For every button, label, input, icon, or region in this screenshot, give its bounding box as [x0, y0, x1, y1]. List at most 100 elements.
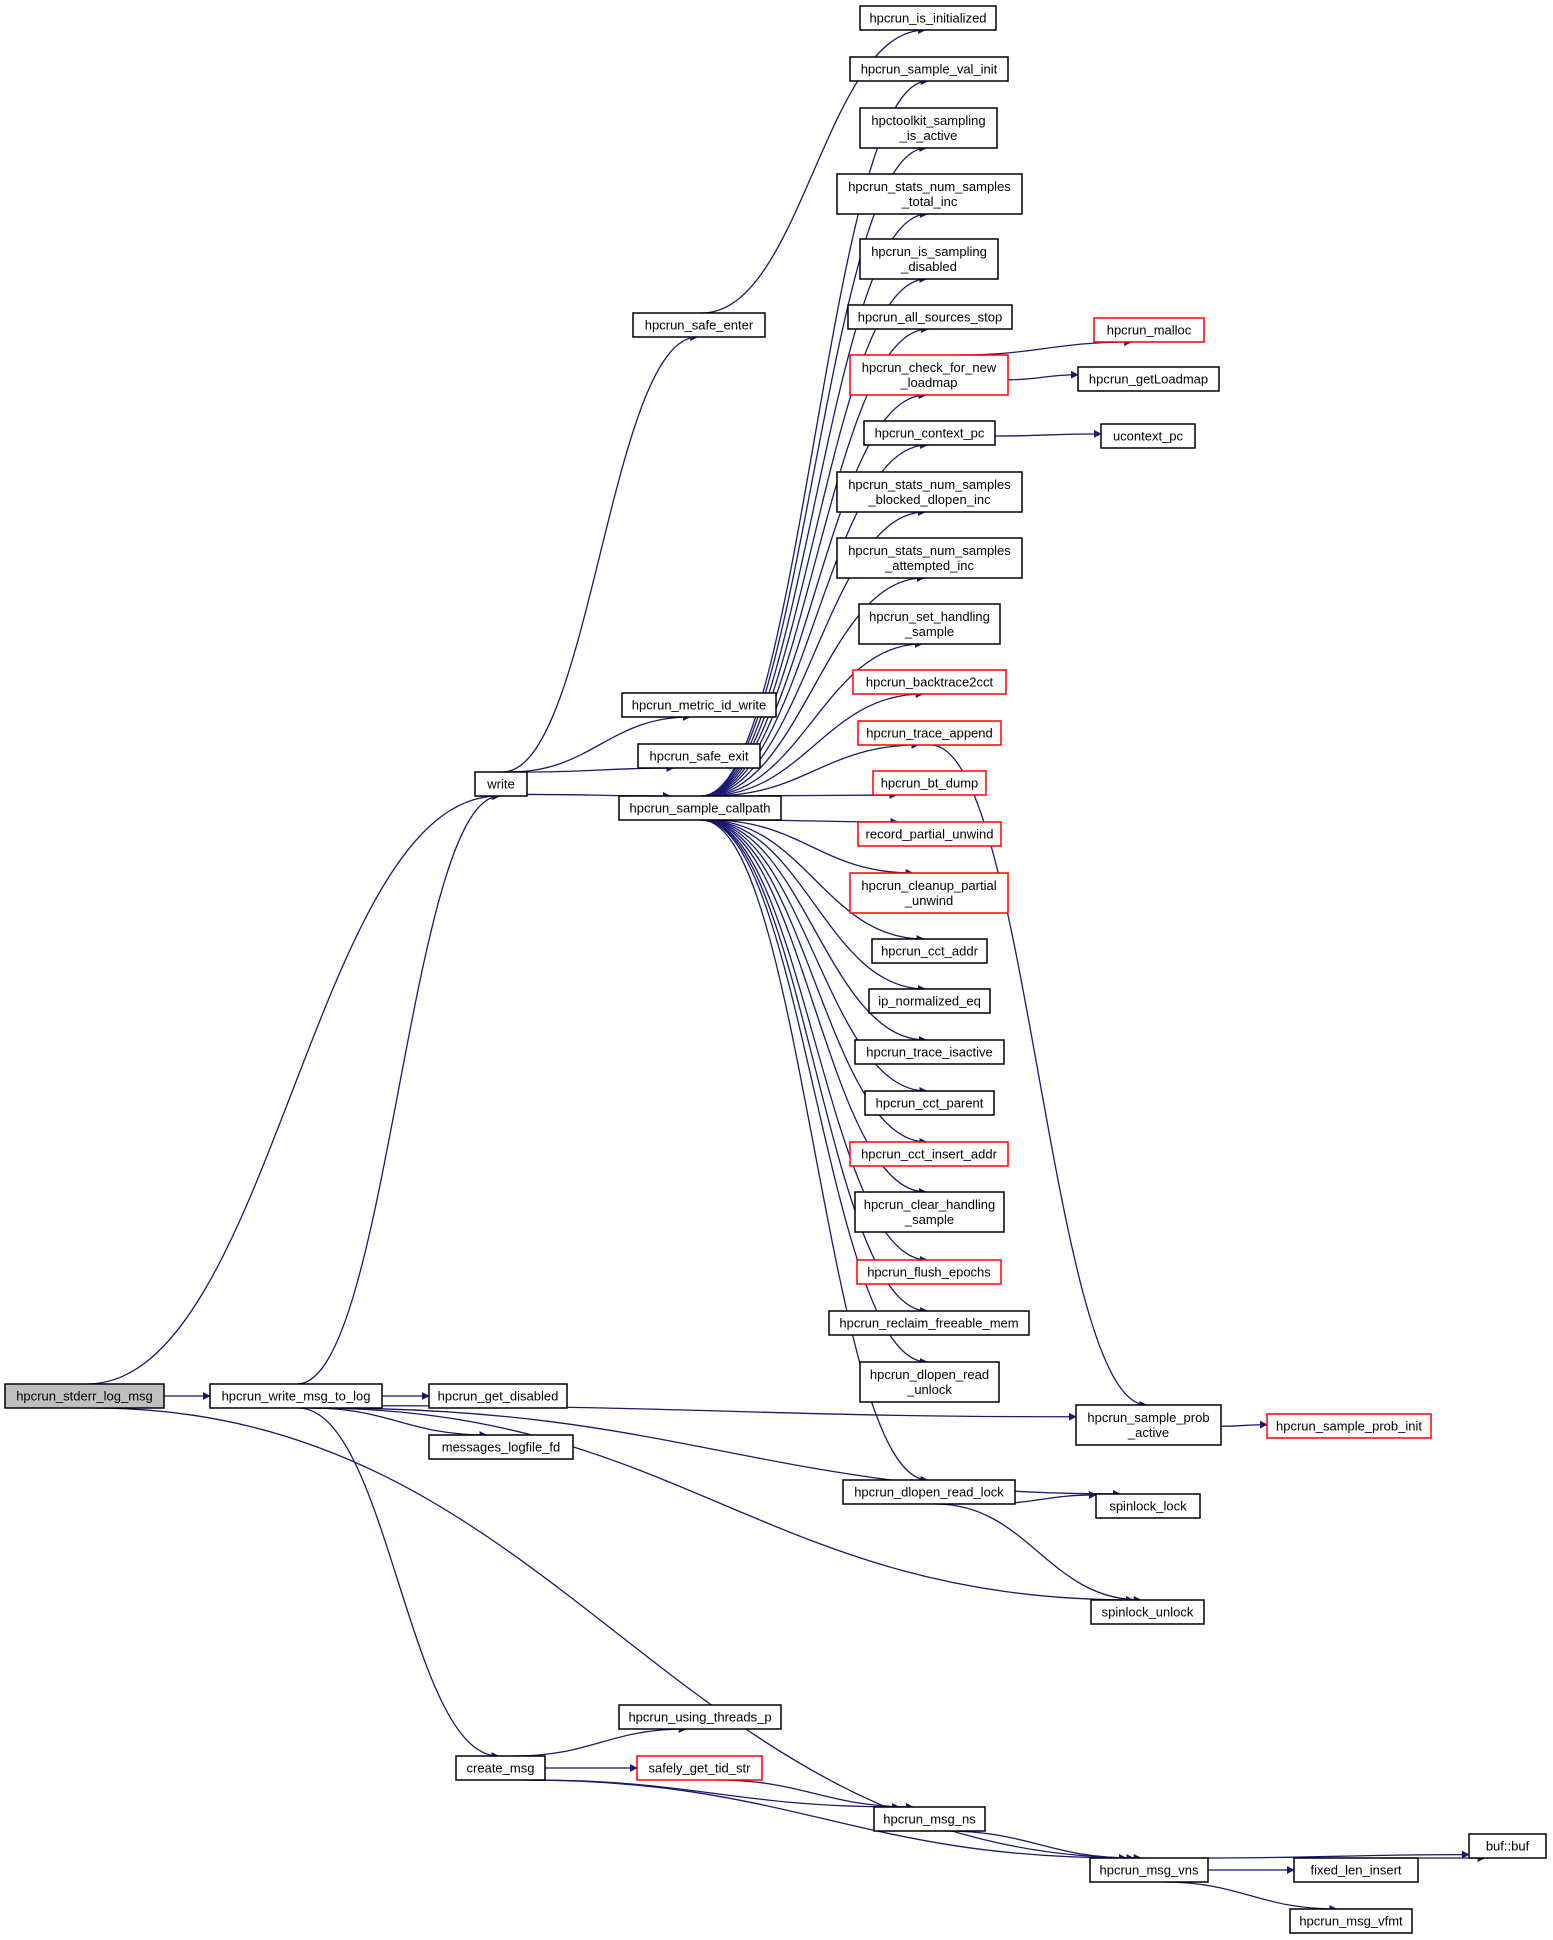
node-root[interactable]: hpcrun_stderr_log_msg [4, 1383, 165, 1409]
node-box-samples_total_inc [836, 173, 1023, 215]
node-box-trace_append [857, 720, 1002, 746]
node-context_pc[interactable]: hpcrun_context_pc [863, 420, 996, 446]
node-is_sampling_disabled[interactable]: hpcrun_is_sampling_disabled [859, 238, 999, 280]
node-reclaim_freeable_mem[interactable]: hpcrun_reclaim_freeable_mem [828, 1310, 1030, 1336]
node-sample_prob_init[interactable]: hpcrun_sample_prob_init [1266, 1413, 1432, 1439]
node-box-sample_prob_active [1075, 1404, 1222, 1446]
node-trace_append[interactable]: hpcrun_trace_append [857, 720, 1002, 746]
node-box-is_sampling_disabled [859, 238, 999, 280]
node-box-getLoadmap [1077, 366, 1220, 392]
node-blocked_dlopen_inc[interactable]: hpcrun_stats_num_samples_blocked_dlopen_… [836, 471, 1023, 513]
node-all_sources_stop[interactable]: hpcrun_all_sources_stop [847, 304, 1013, 330]
node-label-msg_vns: hpcrun_msg_vns [1100, 1863, 1199, 1878]
node-cct_insert_addr[interactable]: hpcrun_cct_insert_addr [849, 1141, 1009, 1167]
node-cct_addr[interactable]: hpcrun_cct_addr [871, 938, 988, 964]
edge-sample_prob_active-to-sample_prob_init [1220, 1420, 1268, 1429]
node-attempted_inc[interactable]: hpcrun_stats_num_samples_attempted_inc [836, 537, 1023, 579]
edge-msg_vns-to-msg_vfmt [1163, 1881, 1338, 1913]
node-write[interactable]: write [474, 771, 528, 797]
edge-sample_callpath-to-attempted_inc [703, 574, 925, 797]
node-safe_exit[interactable]: hpcrun_safe_exit [637, 743, 761, 769]
node-flush_epochs[interactable]: hpcrun_flush_epochs [856, 1259, 1002, 1285]
node-cct_parent[interactable]: hpcrun_cct_parent [864, 1090, 995, 1116]
node-create_msg[interactable]: create_msg [455, 1755, 546, 1781]
edge-sample_callpath-to-check_for_new_loadmap [701, 391, 927, 797]
node-messages_logfile_fd[interactable]: messages_logfile_fd [428, 1434, 574, 1460]
node-label-dlopen_read_unlock-line-2: _unlock [906, 1382, 952, 1397]
node-label-reclaim_freeable_mem: hpcrun_reclaim_freeable_mem [839, 1316, 1018, 1331]
node-bt_dump[interactable]: hpcrun_bt_dump [872, 770, 987, 796]
node-box-create_msg [455, 1755, 546, 1781]
node-label-sampling_is_active-line-1: hpctoolkit_sampling [871, 113, 985, 128]
edge-sample_callpath-to-ip_normalized_eq [704, 819, 927, 993]
node-dlopen_read_lock[interactable]: hpcrun_dlopen_read_lock [842, 1479, 1016, 1505]
node-spinlock_unlock[interactable]: spinlock_unlock [1090, 1599, 1205, 1625]
node-label-cct_insert_addr: hpcrun_cct_insert_addr [861, 1147, 998, 1162]
node-ip_normalized_eq[interactable]: ip_normalized_eq [868, 988, 991, 1014]
node-safely_get_tid_str[interactable]: safely_get_tid_str [636, 1755, 763, 1781]
node-box-safe_exit [637, 743, 761, 769]
node-sampling_is_active[interactable]: hpctoolkit_sampling_is_active [859, 107, 998, 149]
node-box-get_disabled [428, 1383, 568, 1409]
edge-write-to-safe_enter [502, 333, 699, 773]
node-label-cleanup_partial_unwind-line-1: hpcrun_cleanup_partial [861, 878, 996, 893]
node-label-sample_prob_init: hpcrun_sample_prob_init [1276, 1419, 1422, 1434]
node-spinlock_lock[interactable]: spinlock_lock [1095, 1493, 1201, 1519]
node-record_partial_unwind[interactable]: record_partial_unwind [857, 821, 1002, 847]
node-box-root [4, 1383, 165, 1409]
node-malloc[interactable]: hpcrun_malloc [1093, 317, 1205, 343]
node-msg_vfmt[interactable]: hpcrun_msg_vfmt [1289, 1908, 1413, 1934]
node-label-msg_ns: hpcrun_msg_ns [883, 1812, 976, 1827]
edge-sample_callpath-to-trace_append [711, 741, 920, 797]
node-sample_callpath[interactable]: hpcrun_sample_callpath [618, 795, 782, 821]
node-metric_id_write[interactable]: hpcrun_metric_id_write [621, 692, 777, 718]
node-label-flush_epochs: hpcrun_flush_epochs [867, 1265, 991, 1280]
edge-check_for_new_loadmap-to-malloc [958, 338, 1133, 356]
node-label-trace_append: hpcrun_trace_append [866, 726, 993, 741]
node-msg_vns[interactable]: hpcrun_msg_vns [1089, 1857, 1209, 1883]
node-trace_isactive[interactable]: hpcrun_trace_isactive [854, 1039, 1005, 1065]
node-buf_buf[interactable]: buf::buf [1468, 1833, 1547, 1859]
node-label-get_disabled: hpcrun_get_disabled [438, 1389, 559, 1404]
node-ucontext_pc[interactable]: ucontext_pc [1100, 423, 1196, 449]
edge-layer [86, 26, 1486, 1913]
node-label-sampling_is_active-line-2: _is_active [899, 128, 958, 143]
edge-sample_callpath-to-blocked_dlopen_inc [702, 508, 926, 797]
node-getLoadmap[interactable]: hpcrun_getLoadmap [1077, 366, 1220, 392]
node-box-dlopen_read_unlock [859, 1361, 1000, 1403]
node-label-all_sources_stop: hpcrun_all_sources_stop [858, 310, 1003, 325]
node-samples_total_inc[interactable]: hpcrun_stats_num_samples_total_inc [836, 173, 1023, 215]
node-label-sample_val_init: hpcrun_sample_val_init [861, 62, 998, 77]
node-box-sample_val_init [849, 56, 1009, 82]
edge-sample_callpath-to-set_handling_sample [704, 640, 923, 797]
node-sample_val_init[interactable]: hpcrun_sample_val_init [849, 56, 1009, 82]
node-dlopen_read_unlock[interactable]: hpcrun_dlopen_read_unlock [859, 1361, 1000, 1403]
edge-msg_vns-to-buf_buf [1202, 1850, 1470, 1859]
node-label-cct_parent: hpcrun_cct_parent [876, 1096, 984, 1111]
node-label-attempted_inc-line-1: hpcrun_stats_num_samples [848, 543, 1011, 558]
node-get_disabled[interactable]: hpcrun_get_disabled [428, 1383, 568, 1409]
edge-root-to-write [86, 792, 500, 1385]
node-box-malloc [1093, 317, 1205, 343]
node-box-is_initialized [859, 5, 997, 31]
node-check_for_new_loadmap[interactable]: hpcrun_check_for_new_loadmap [849, 354, 1009, 396]
node-label-sample_prob_active-line-1: hpcrun_sample_prob [1087, 1410, 1209, 1425]
node-using_threads_p[interactable]: hpcrun_using_threads_p [618, 1704, 782, 1730]
node-sample_prob_active[interactable]: hpcrun_sample_prob_active [1075, 1404, 1222, 1446]
node-fixed_len_insert[interactable]: fixed_len_insert [1293, 1857, 1419, 1883]
node-label-cct_addr: hpcrun_cct_addr [881, 944, 979, 959]
node-box-cct_addr [871, 938, 988, 964]
node-safe_enter[interactable]: hpcrun_safe_enter [632, 312, 766, 338]
node-cleanup_partial_unwind[interactable]: hpcrun_cleanup_partial_unwind [849, 872, 1009, 914]
node-backtrace2cct[interactable]: hpcrun_backtrace2cct [852, 669, 1007, 695]
edge-create_msg-to-msg_vns [523, 1779, 1127, 1862]
node-clear_handling_sample[interactable]: hpcrun_clear_handling_sample [854, 1191, 1005, 1233]
node-box-metric_id_write [621, 692, 777, 718]
node-label-sample_callpath: hpcrun_sample_callpath [630, 801, 771, 816]
node-set_handling_sample[interactable]: hpcrun_set_handling_sample [858, 603, 1001, 645]
node-box-spinlock_lock [1095, 1493, 1201, 1519]
node-is_initialized[interactable]: hpcrun_is_initialized [859, 5, 997, 31]
node-write_msg_to_log[interactable]: hpcrun_write_msg_to_log [209, 1383, 383, 1409]
node-msg_ns[interactable]: hpcrun_msg_ns [873, 1806, 986, 1832]
